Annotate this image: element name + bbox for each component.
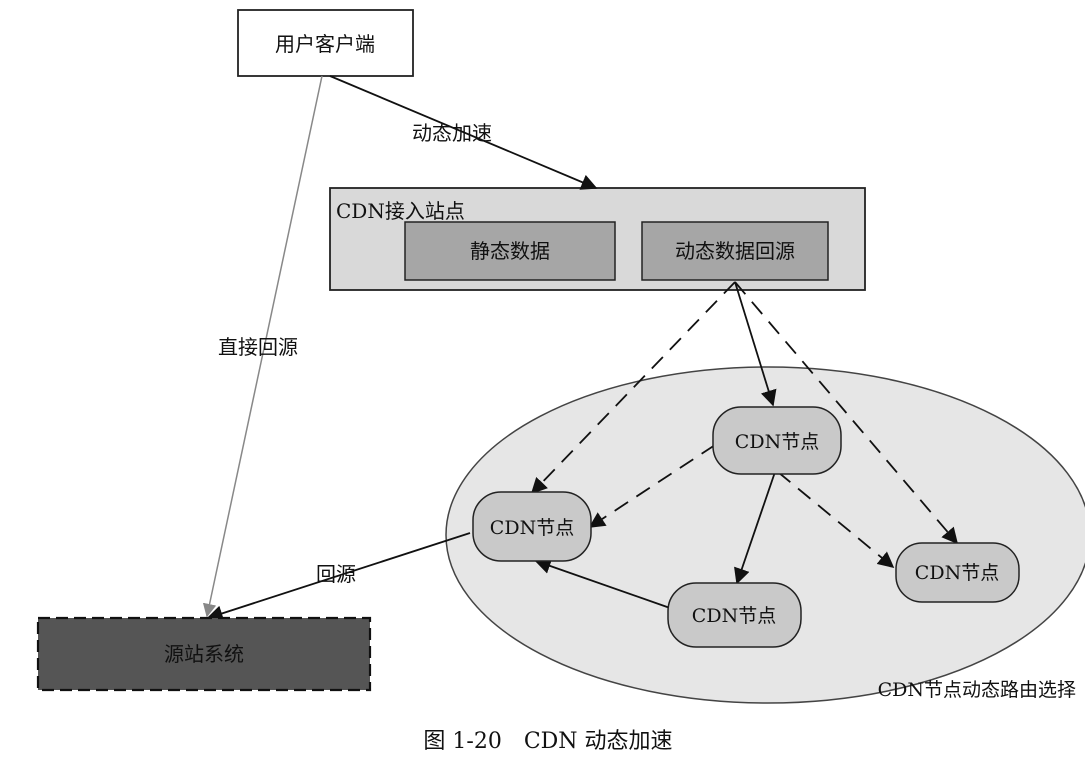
cdn-access-site-label: CDN接入站点	[336, 199, 465, 223]
cdn-node-top	[712, 406, 842, 475]
edge-dashed-to-right-node	[734, 281, 959, 545]
cdn-node-bottom-label: CDN节点	[692, 605, 776, 627]
static-data-box	[404, 221, 616, 281]
cdn-node-top-label: CDN节点	[735, 431, 819, 453]
dynamic-routing-region	[445, 366, 1085, 704]
origin-system-box	[36, 616, 372, 692]
dynamic-origin-box	[641, 221, 829, 281]
dynamic-origin-label: 动态数据回源	[675, 239, 795, 263]
cdn-node-left	[472, 491, 592, 562]
edge-dashed-to-left-node	[530, 281, 736, 495]
edge-dynamic-accel-label: 动态加速	[412, 121, 492, 145]
static-data-label: 静态数据	[470, 239, 550, 263]
client-label: 用户客户端	[275, 32, 375, 56]
cdn-node-right	[895, 542, 1020, 603]
figure-caption: 图 1-20 CDN 动态加速	[423, 729, 672, 754]
edge-top-to-bottom	[734, 471, 776, 585]
cdn-node-bottom	[667, 582, 802, 648]
edge-bottom-to-left	[534, 558, 671, 609]
client-box	[237, 9, 414, 77]
routing-region-label: CDN节点动态路由选择	[878, 679, 1076, 701]
origin-system-label: 源站系统	[164, 642, 244, 666]
cdn-node-right-label: CDN节点	[915, 562, 999, 584]
edge-back-origin	[206, 532, 471, 622]
edge-solid-to-top-node	[734, 281, 777, 407]
edge-back-origin-label: 回源	[316, 562, 356, 586]
edge-direct-origin	[202, 75, 323, 618]
edge-direct-origin-label: 直接回源	[218, 335, 298, 359]
cdn-node-left-label: CDN节点	[490, 517, 574, 539]
edge-dynamic-accel	[329, 75, 598, 190]
